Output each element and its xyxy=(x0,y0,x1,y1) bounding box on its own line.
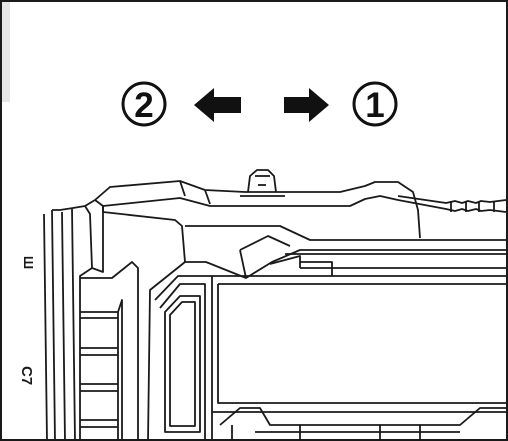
callout-right: 1 xyxy=(284,81,398,127)
callout-left: 2 xyxy=(121,81,241,127)
side-mark-lower: C7 xyxy=(18,366,35,385)
arrow-left-icon xyxy=(194,88,241,122)
arrow-right-icon xyxy=(284,88,329,122)
callout-1-circle xyxy=(352,81,398,127)
device-body xyxy=(43,169,507,441)
page-tab xyxy=(2,2,10,102)
side-mark-upper: Ш xyxy=(21,256,36,269)
callout-1-number: 1 xyxy=(365,86,384,125)
callout-2-number: 2 xyxy=(134,86,153,125)
callout-2-circle xyxy=(121,81,167,127)
